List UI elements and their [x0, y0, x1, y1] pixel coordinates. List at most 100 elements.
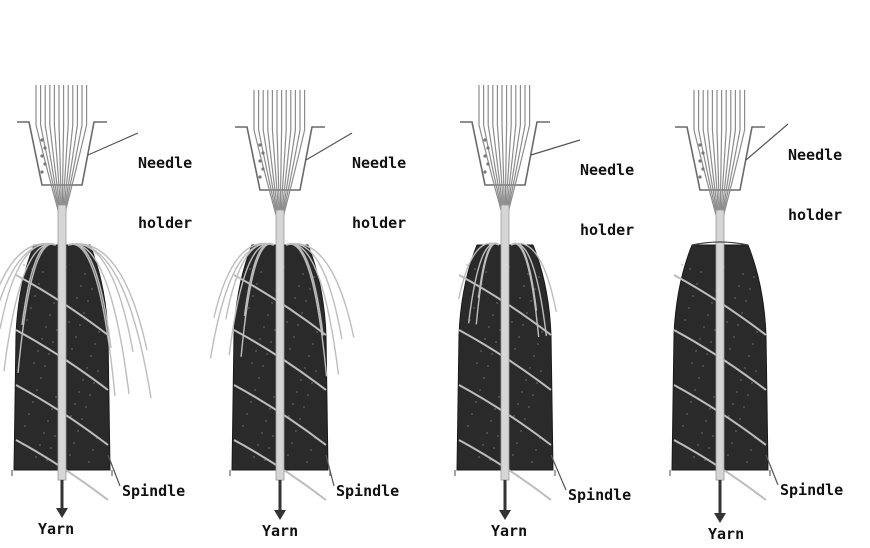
spindle-speckle [45, 326, 47, 328]
spindle-speckle [709, 408, 711, 410]
spindle-speckle [525, 379, 527, 381]
holder-dot [486, 162, 489, 165]
spindle-speckle [708, 447, 710, 449]
spindle-speckle [482, 444, 484, 446]
yarn-label-1: Yarn [38, 519, 74, 539]
spindle-speckle [254, 389, 256, 391]
spindle-speckle [38, 283, 40, 285]
spindle-speckle [487, 365, 489, 367]
needle-holder [17, 122, 107, 185]
spindle-speckle [710, 341, 712, 343]
spindle-speckle [466, 264, 468, 266]
spindle-speckle [494, 408, 496, 410]
yarn-arrow-head [274, 510, 286, 520]
spindle-speckle [745, 300, 747, 302]
spindle-speckle [55, 396, 57, 398]
spindle-speckle [77, 430, 79, 432]
spindle-speckle [530, 300, 532, 302]
spindle-speckle [747, 394, 749, 396]
spindle-speckle [301, 312, 303, 314]
spindle-speckle [531, 461, 533, 463]
spindle-speckle [23, 264, 25, 266]
needle-strand [280, 90, 281, 215]
spindle-speckle [44, 365, 46, 367]
spindle-speckle [690, 401, 692, 403]
spindle-speckle [744, 367, 746, 369]
spindle-speckle [52, 341, 54, 343]
spindle-speckle [519, 297, 521, 299]
spindle-speckle [93, 382, 95, 384]
spindle-label-1: Spindle [122, 481, 185, 501]
spindle-speckle [28, 413, 30, 415]
yarn-arrow-head [499, 510, 511, 520]
spindle-speckle [684, 319, 686, 321]
spindle-label-4: Spindle [780, 480, 843, 500]
holder-dot [261, 167, 264, 170]
spindle-speckle [517, 403, 519, 405]
spindle-speckle [51, 408, 53, 410]
holder-dot [483, 154, 486, 157]
spindle-speckle [258, 377, 260, 379]
spindle-leader-line [551, 455, 566, 490]
spindle-speckle [43, 432, 45, 434]
spindle-speckle [287, 454, 289, 456]
needle-holder-label-2: Needle holder [352, 113, 406, 273]
spindle-speckle [263, 326, 265, 328]
spindle-speckle [312, 343, 314, 345]
spindle-speckle [91, 288, 93, 290]
spindle-speckle [752, 343, 754, 345]
spindle-speckle [496, 302, 498, 304]
spindle-speckle [291, 442, 293, 444]
spindle-speckle [30, 307, 32, 309]
holder-dot [483, 138, 486, 141]
spindle-speckle [728, 415, 730, 417]
needle-strand [720, 90, 721, 215]
holder-dot [698, 159, 701, 162]
spindle-speckle [304, 367, 306, 369]
spindle-speckle [273, 396, 275, 398]
spindle-speckle [738, 285, 740, 287]
spindle-speckle [756, 331, 758, 333]
spindle-speckle [514, 348, 516, 350]
spindle-speckle [310, 449, 312, 451]
spindle-speckle [736, 391, 738, 393]
spindle-speckle [293, 336, 295, 338]
spindle-speckle [700, 271, 702, 273]
holder-dot [40, 170, 43, 173]
spindle-speckle [246, 413, 248, 415]
spindle-speckle [536, 382, 538, 384]
spindle-speckle [306, 461, 308, 463]
spindle-speckle [701, 432, 703, 434]
spindle-speckle [305, 300, 307, 302]
spindle-speckle [257, 444, 259, 446]
spindle-speckle [467, 425, 469, 427]
spindle-speckle [488, 326, 490, 328]
spindle-speckle [535, 449, 537, 451]
spindle-speckle [84, 273, 86, 275]
spindle-speckle [256, 283, 258, 285]
spindle-speckle [262, 365, 264, 367]
spindle-speckle [734, 297, 736, 299]
spindle-speckle [268, 447, 270, 449]
needle-holder [235, 127, 325, 190]
yarn-core [501, 205, 509, 480]
spindle-speckle [303, 406, 305, 408]
spindle-speckle [69, 454, 71, 456]
spindle-speckle [78, 391, 80, 393]
holder-dot [258, 143, 261, 146]
spindle-speckle [733, 336, 735, 338]
spindle-speckle [689, 268, 691, 270]
spindle-speckle [88, 461, 90, 463]
needle-label-line2: holder [788, 205, 842, 225]
spindle-speckle [735, 430, 737, 432]
yarn-core [58, 205, 66, 480]
spindle-speckle [537, 343, 539, 345]
spindle-speckle [712, 435, 714, 437]
spindle-speckle [292, 403, 294, 405]
spindle-speckle [39, 444, 41, 446]
spindle-speckle [298, 285, 300, 287]
spindle-speckle [534, 288, 536, 290]
needle-label-line2: holder [580, 220, 634, 240]
spindle-speckle [24, 425, 26, 427]
spindle-speckle [743, 406, 745, 408]
